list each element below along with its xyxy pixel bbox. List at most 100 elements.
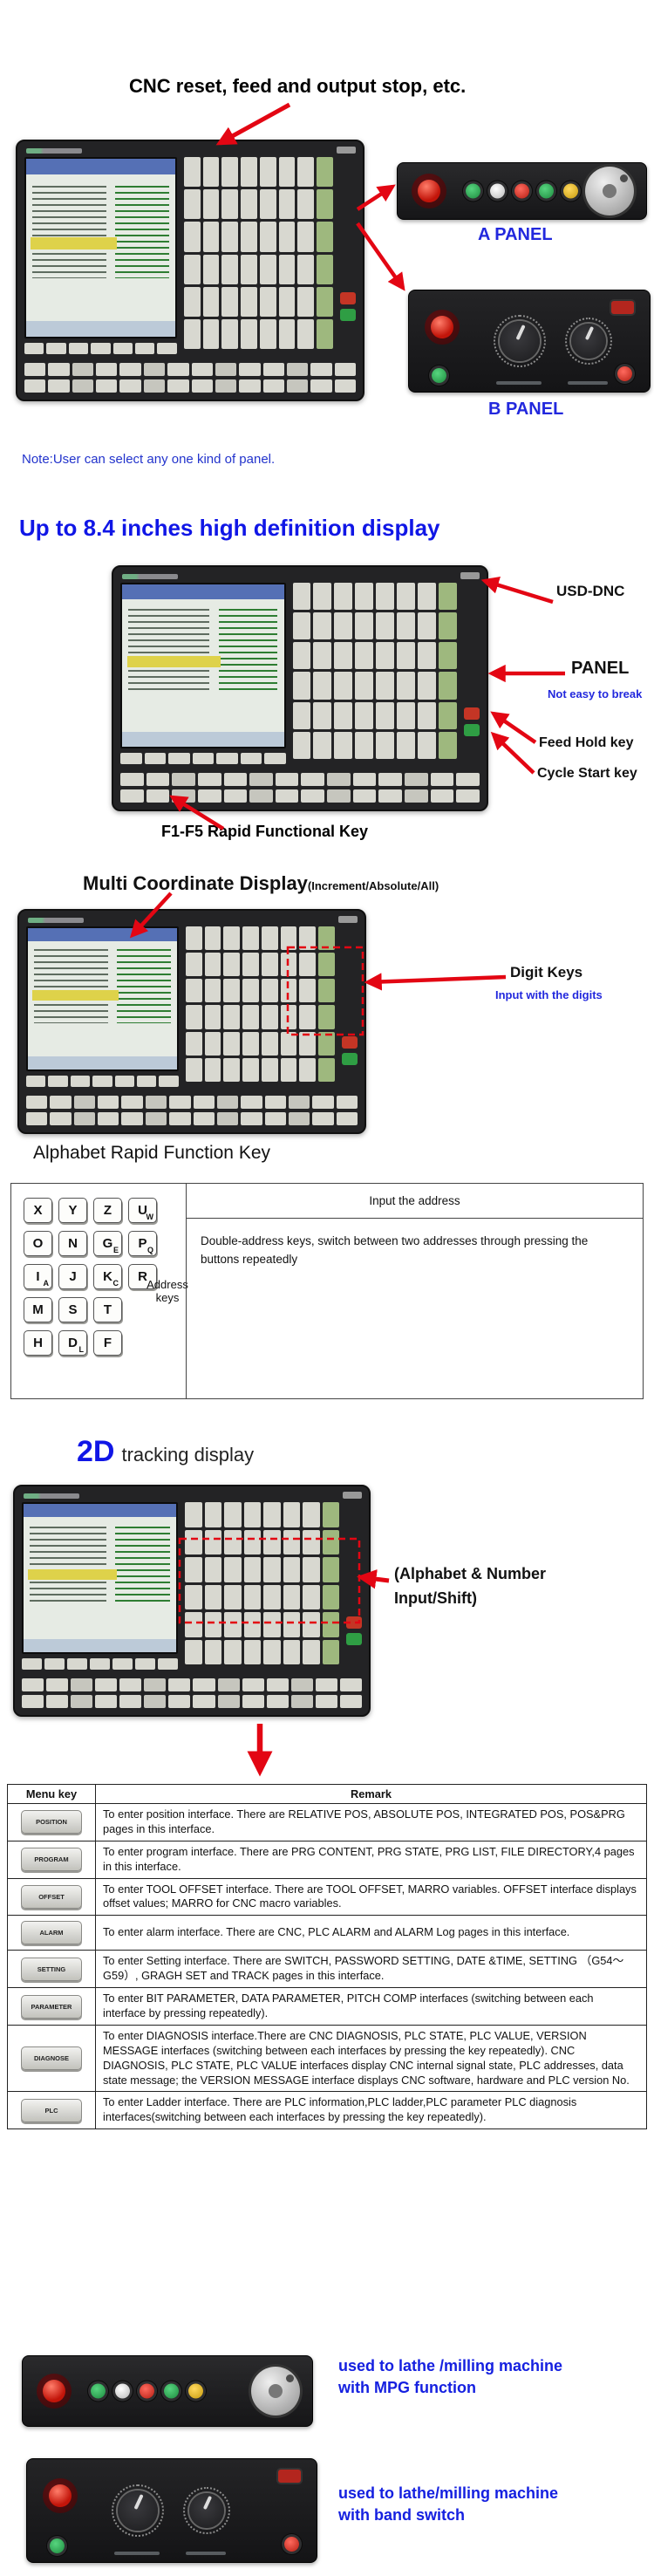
cnc-keypad-area — [185, 916, 358, 1087]
tracking-heading: 2D tracking display — [77, 1435, 254, 1469]
key-subletter: Q — [146, 1246, 153, 1254]
keycap — [317, 189, 333, 220]
keycap — [26, 1096, 48, 1109]
menu-key-table: Menu key Remark POSITION To enter positi… — [7, 1784, 647, 2130]
cycle-key-group — [340, 292, 356, 322]
keycap — [418, 672, 437, 700]
keycap — [439, 701, 457, 729]
screen-coordinate-lines — [115, 185, 169, 278]
keycap — [266, 1678, 289, 1691]
keycap — [224, 1502, 242, 1527]
keycap — [292, 642, 311, 670]
keycap — [241, 1096, 262, 1109]
screen-header-bar — [24, 1504, 177, 1518]
cnc-upper-area — [22, 1492, 362, 1670]
keycap — [334, 701, 353, 729]
keycap — [312, 1096, 334, 1109]
brand-logo — [28, 918, 84, 923]
address-keys-label: Address keys — [146, 1278, 188, 1304]
keycap — [221, 286, 239, 317]
position-keycap: POSITION — [21, 1810, 82, 1835]
keycap — [185, 1557, 202, 1582]
keycap — [283, 1557, 301, 1582]
screen-status-bar — [28, 1056, 177, 1069]
keycap — [70, 1076, 91, 1087]
keycap — [456, 789, 480, 803]
alpha-number-callout-line1: (Alphabet & Number — [394, 1565, 547, 1582]
display-heading: Up to 8.4 inches high definition display — [19, 515, 440, 541]
red-button — [617, 366, 632, 381]
panel-b-body — [408, 290, 651, 393]
keycap — [313, 642, 332, 670]
keycap — [95, 1678, 118, 1691]
keycap — [352, 773, 377, 786]
keycap — [301, 789, 325, 803]
alpha-number-callout-line2: Input/Shift) — [394, 1589, 477, 1607]
keycap — [310, 363, 332, 376]
keycap — [405, 789, 428, 803]
keycap — [283, 1502, 301, 1527]
address-key: R — [128, 1264, 157, 1289]
keycap — [286, 379, 309, 393]
keycap — [193, 1112, 215, 1125]
remark-cell: To enter Setting interface. There are SW… — [95, 1950, 647, 1989]
screen-coordinate-lines — [115, 1526, 171, 1603]
keycap — [278, 254, 296, 284]
feed-hold-key — [340, 292, 356, 305]
keycap — [418, 612, 437, 640]
arrow-title-to-controller — [215, 102, 291, 146]
keycap — [144, 753, 166, 764]
keycap — [242, 1005, 259, 1029]
keycap — [303, 1502, 320, 1527]
keycap — [397, 612, 416, 640]
keycap — [172, 789, 195, 803]
keycap — [223, 953, 241, 977]
red-button — [514, 183, 529, 199]
key-letter: R — [138, 1269, 147, 1284]
keycap — [280, 926, 297, 951]
keycap — [261, 979, 278, 1003]
keycap — [322, 1612, 339, 1637]
emergency-stop-button — [425, 309, 460, 345]
mdi-keypad — [292, 583, 457, 759]
keycap — [334, 612, 353, 640]
machine-key-row — [120, 773, 480, 786]
screen-status-bar — [122, 732, 284, 747]
keycap — [243, 1557, 262, 1582]
keycap — [202, 254, 220, 284]
keycap — [169, 1112, 191, 1125]
parameter-keycap: PARAMETER — [21, 1994, 82, 2019]
screen-header-bar — [26, 159, 175, 175]
cnc-controller-photo-3 — [17, 909, 366, 1134]
setting-keycap: SETTING — [21, 1957, 82, 1981]
keycap — [243, 1584, 262, 1609]
keycap — [185, 1502, 202, 1527]
band-switch-panel-photo — [26, 2458, 317, 2563]
keycap — [262, 363, 284, 376]
cnc-screen-area — [22, 1493, 179, 1670]
keycap — [204, 1031, 221, 1056]
keycap — [263, 1584, 281, 1609]
machine-key-row — [22, 1678, 362, 1691]
cycle-start-key — [342, 1052, 358, 1065]
key-subletter: C — [112, 1279, 119, 1288]
cycle-key-group — [346, 1616, 362, 1646]
menu-key-cell: DIAGNOSE — [7, 2024, 96, 2093]
keycap — [439, 583, 457, 611]
keycap — [297, 318, 315, 349]
keycap — [278, 157, 296, 188]
screen-highlight-row — [28, 1568, 117, 1580]
key-letter: D — [68, 1336, 78, 1350]
table-row: ALARM To enter alarm interface. There ar… — [7, 1915, 647, 1951]
keycap — [216, 1096, 239, 1109]
keycap — [283, 1529, 301, 1554]
keycap — [120, 773, 144, 786]
cnc-controller-body — [112, 565, 488, 811]
keycap — [355, 612, 374, 640]
screen-highlight-row — [32, 990, 119, 1001]
double-address-description: Double-address keys, switch between two … — [186, 1219, 643, 1398]
keycap — [204, 1612, 222, 1637]
screen-text-lines — [128, 608, 210, 694]
